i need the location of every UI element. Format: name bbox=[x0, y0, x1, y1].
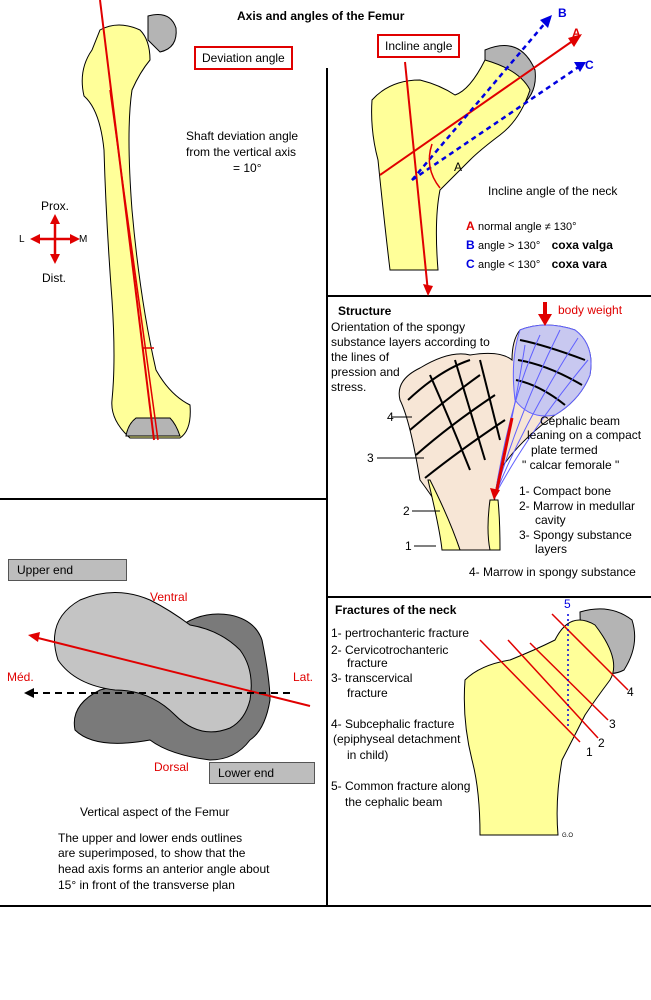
incline-legend-b: B angle > 130° coxa valga bbox=[466, 238, 613, 253]
structure-legend-2b: cavity bbox=[535, 513, 566, 527]
angle-label-a: A bbox=[454, 160, 463, 174]
fracture-num-1: 1 bbox=[586, 745, 593, 759]
orientation-left-label: L bbox=[19, 234, 25, 245]
cephalic-beam-1: Cephalic beam bbox=[540, 414, 621, 428]
signature: G.O bbox=[562, 833, 574, 839]
axis-letter-b: B bbox=[558, 6, 567, 20]
lower-end-label: Lower end bbox=[209, 762, 315, 784]
deviation-description-2: from the vertical axis bbox=[186, 145, 297, 159]
lat-label: Lat. bbox=[293, 670, 314, 684]
deviation-description-1: Shaft deviation angle bbox=[186, 129, 299, 143]
structure-legend-1: 1- Compact bone bbox=[519, 484, 612, 498]
fracture-list-3b: fracture bbox=[347, 686, 388, 700]
med-label: Méd. bbox=[7, 670, 34, 684]
vertical-caption: Vertical aspect of the Femur bbox=[80, 805, 230, 819]
fracture-num-5: 5 bbox=[564, 597, 571, 611]
page-title: Axis and angles of the Femur bbox=[237, 9, 405, 23]
fracture-list-5b: the cephalic beam bbox=[345, 795, 443, 809]
fracture-num-3: 3 bbox=[609, 717, 616, 731]
deviation-angle-box: Deviation angle bbox=[194, 46, 293, 70]
fracture-list-2b: fracture bbox=[347, 656, 388, 670]
fracture-list-4c: in child) bbox=[347, 748, 389, 762]
fracture-list-1: 1- pertrochanteric fracture bbox=[331, 626, 470, 640]
incline-legend-c-letter: C bbox=[466, 257, 475, 271]
body-weight-label: body weight bbox=[558, 303, 623, 317]
structure-num-1: 1 bbox=[405, 539, 412, 553]
incline-legend-b-text: angle > 130° bbox=[478, 240, 541, 252]
cephalic-beam-2: leaning on a compact bbox=[527, 428, 642, 442]
dorsal-label: Dorsal bbox=[154, 760, 189, 774]
fracture-list-3: 3- transcervical bbox=[331, 671, 413, 685]
incline-legend-b-term: coxa valga bbox=[551, 238, 613, 252]
femur-vertical-aspect-drawing bbox=[24, 592, 311, 761]
structure-legend-3: 3- Spongy substance bbox=[519, 528, 632, 542]
femur-structure-drawing bbox=[377, 302, 592, 551]
incline-legend-c: C angle < 130° coxa vara bbox=[466, 257, 607, 272]
femur-fracture-drawing bbox=[463, 608, 636, 836]
fracture-num-2: 2 bbox=[598, 736, 605, 750]
fracture-num-4: 4 bbox=[627, 685, 634, 699]
vertical-description-3: head axis forms an anterior angle about bbox=[58, 862, 270, 876]
structure-title: Structure bbox=[338, 304, 392, 318]
structure-num-3: 3 bbox=[367, 451, 374, 465]
orientation-prox-label: Prox. bbox=[41, 199, 70, 213]
structure-legend-2: 2- Marrow in medullar bbox=[519, 499, 636, 513]
orientation-cross-icon bbox=[30, 214, 80, 264]
structure-num-4: 4 bbox=[387, 410, 394, 424]
structure-legend-4: 4- Marrow in spongy substance bbox=[469, 565, 636, 579]
structure-legend-3b: layers bbox=[535, 542, 568, 556]
fracture-list-4b: (epiphyseal detachment bbox=[333, 732, 461, 746]
cephalic-beam-3: plate termed bbox=[531, 443, 598, 457]
incline-legend-a-letter: A bbox=[466, 219, 475, 233]
fracture-list-2: 2- Cervicotrochanteric bbox=[331, 643, 449, 657]
vertical-description-1: The upper and lower ends outlines bbox=[58, 831, 243, 845]
orientation-right-label: M bbox=[79, 234, 88, 245]
structure-description-1: Orientation of the spongy bbox=[331, 320, 466, 334]
femur-full-drawing bbox=[81, 0, 191, 441]
vertical-description-4: 15° in front of the transverse plan bbox=[58, 878, 235, 892]
incline-caption: Incline angle of the neck bbox=[488, 184, 618, 198]
fracture-list-5: 5- Common fracture along bbox=[331, 779, 471, 793]
incline-legend-a: A normal angle ≠ 130° bbox=[466, 219, 577, 234]
incline-legend-b-letter: B bbox=[466, 238, 475, 252]
incline-legend-c-term: coxa vara bbox=[551, 257, 607, 271]
structure-description-2: substance layers according to bbox=[331, 335, 490, 349]
structure-description-5: stress. bbox=[331, 380, 367, 394]
deviation-description-3: = 10° bbox=[233, 161, 262, 175]
incline-legend-a-text: normal angle ≠ 130° bbox=[478, 221, 577, 233]
incline-angle-box: Incline angle bbox=[377, 34, 461, 58]
orientation-dist-label: Dist. bbox=[42, 271, 66, 285]
structure-description-3: the lines of bbox=[331, 350, 390, 364]
fracture-list-4: 4- Subcephalic fracture bbox=[331, 717, 455, 731]
ventral-label: Ventral bbox=[150, 590, 188, 604]
structure-description-4: pression and bbox=[331, 365, 400, 379]
cephalic-beam-4: " calcar femorale " bbox=[522, 458, 620, 472]
incline-legend-c-text: angle < 130° bbox=[478, 259, 541, 271]
axis-letter-a: A bbox=[572, 26, 581, 40]
fractures-title: Fractures of the neck bbox=[335, 603, 457, 617]
vertical-description-2: are superimposed, to show that the bbox=[58, 846, 246, 860]
axis-letter-c: C bbox=[585, 58, 594, 72]
femur-neck-incline-drawing bbox=[371, 15, 586, 296]
structure-num-2: 2 bbox=[403, 504, 410, 518]
upper-end-label: Upper end bbox=[8, 559, 127, 581]
